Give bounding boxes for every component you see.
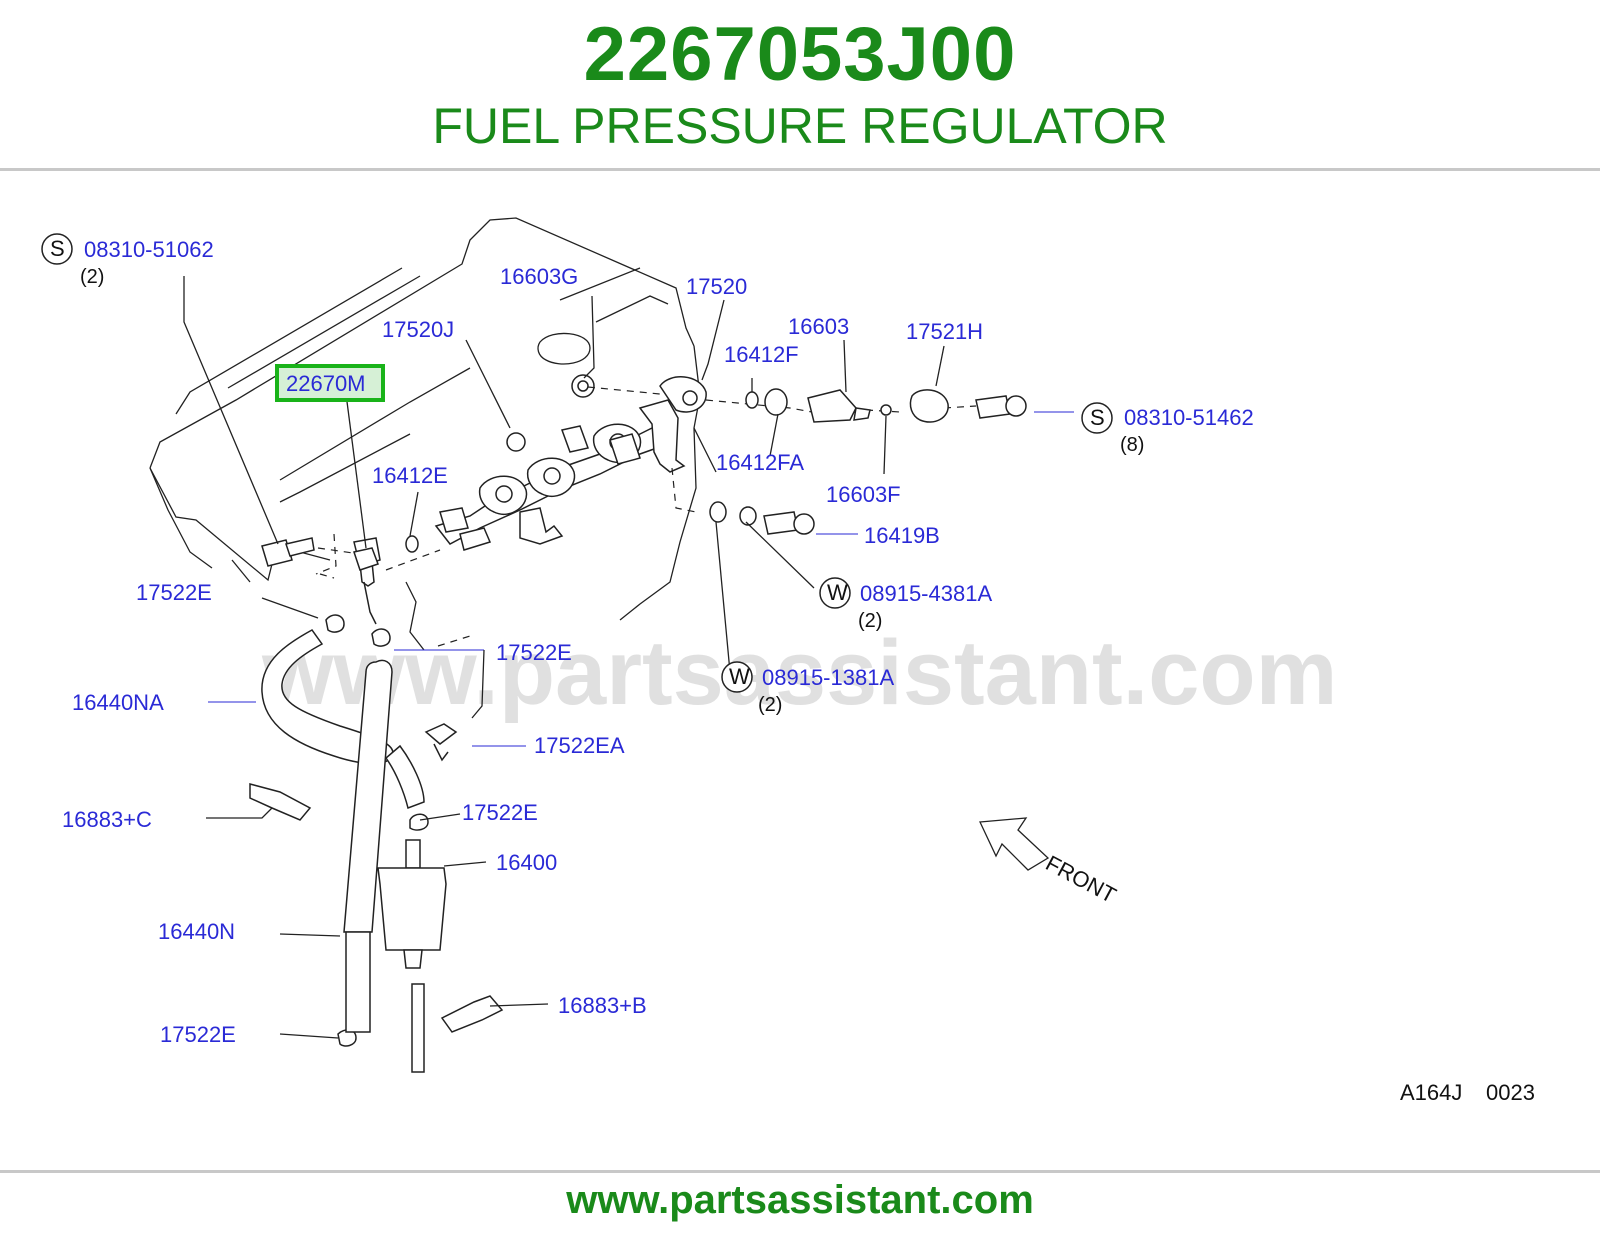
callout-17520j[interactable]: 17520J [382,317,454,342]
callout-16400[interactable]: 16400 [496,850,557,875]
diagram-sheet: 0023 [1486,1080,1535,1105]
part-number-title: 2267053J00 [583,12,1017,97]
guide-lines [315,386,977,647]
small-parts [249,388,1027,1047]
fuel-hoses [261,629,425,1073]
fuel-filter-16400 [377,839,447,969]
footer-divider [0,1170,1600,1173]
callout-08310-51462[interactable]: 08310-51462 [1124,405,1254,430]
callout-08310-51062[interactable]: 08310-51062 [84,237,214,262]
fuel-pressure-regulator [353,547,379,571]
header-divider [0,168,1600,171]
callout-17522e[interactable]: 17522E [496,640,572,665]
symbol-w: W [827,580,848,605]
callout-16440n[interactable]: 16440N [158,919,235,944]
symbol-w: W [729,664,750,689]
highlight-box [275,364,385,402]
callout-08915-1381a[interactable]: 08915-1381A [762,665,894,690]
callout-labels: S 08310-51062 (2) 16603G 17520 17520J 16… [41,233,1254,1047]
callout-qty: (2) [80,266,104,288]
callout-16440na[interactable]: 16440NA [72,690,164,715]
footer-link[interactable]: www.partsassistant.com [566,1178,1034,1222]
callout-16883-b[interactable]: 16883+B [558,993,647,1018]
callout-16412f[interactable]: 16412F [724,342,799,367]
callout-17522ea[interactable]: 17522EA [534,733,625,758]
page-header: 2267053J00 FUEL PRESSURE REGULATOR [0,0,1600,168]
callout-16883-c[interactable]: 16883+C [62,807,152,832]
callout-16412e[interactable]: 16412E [372,463,448,488]
callout-16419b[interactable]: 16419B [864,523,940,548]
callout-qty: (2) [858,610,882,632]
part-description: FUEL PRESSURE REGULATOR [432,98,1168,154]
symbol-s-circle [41,233,73,265]
callout-17521h[interactable]: 17521H [906,319,983,344]
callout-17522e[interactable]: 17522E [136,580,212,605]
callout-16603[interactable]: 16603 [788,314,849,339]
fuel-rail-assembly [434,374,707,551]
callout-16412fa[interactable]: 16412FA [716,450,804,475]
watermark-text: www.partsassistant.com [261,622,1337,724]
callout-17522e[interactable]: 17522E [462,800,538,825]
callout-16603g[interactable]: 16603G [500,264,578,289]
callout-22670m[interactable]: 22670M [286,371,366,396]
callout-17522e[interactable]: 17522E [160,1022,236,1047]
engine-outline [149,217,717,651]
front-direction-arrow: FRONT [979,817,1121,908]
symbol-s-circle [1081,402,1113,434]
parts-diagram: www.partsassistant.com [41,217,1535,1105]
symbol-s: S [1090,405,1105,430]
leader-lines [183,276,1074,1039]
callout-qty: (2) [758,694,782,716]
callout-17520[interactable]: 17520 [686,274,747,299]
callout-08915-4381a[interactable]: 08915-4381A [860,581,992,606]
callout-16603f[interactable]: 16603F [826,482,901,507]
symbol-w-circle [721,661,753,693]
symbol-s: S [50,236,65,261]
front-label: FRONT [1042,850,1121,908]
symbol-w-circle [819,577,851,609]
diagram-code: A164J [1400,1080,1462,1105]
callout-qty: (8) [1120,434,1144,456]
